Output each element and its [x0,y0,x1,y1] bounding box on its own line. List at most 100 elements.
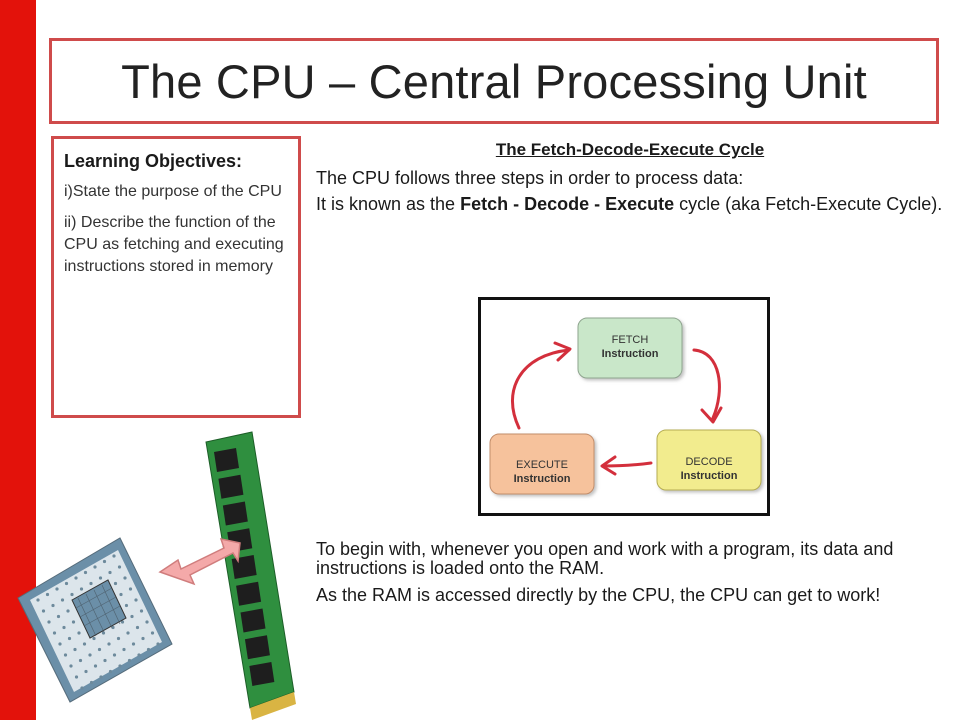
chip-pin [55,587,59,591]
chip-pin [78,658,83,663]
arrow-decode-to-execute [601,461,653,468]
chip-pin [80,686,84,690]
cycle-title: The Fetch-Decode-Execute Cycle [495,140,765,159]
ram-chip [214,448,239,472]
cpu-chip-image [17,537,173,703]
chip-pin [36,598,40,602]
chip-pin [135,625,140,630]
chip-pin [63,653,68,657]
chip-pin [67,636,72,641]
chip-pin [47,620,51,624]
chip-pin [56,614,61,619]
fetch-sub-label: Instruction [602,348,659,360]
chip-pin [97,647,102,652]
chip-pin [124,603,129,608]
arrow-head-execute [600,455,617,476]
chip-pin [41,609,46,613]
chip-pin [112,653,117,657]
chip-pin [73,647,77,652]
chip-pin [122,647,126,652]
fetch-label: FETCH [612,334,649,346]
chip-pin [139,609,144,613]
chip-pin [45,592,50,597]
decode-label: DECODE [685,456,732,468]
chip-pin [93,664,98,668]
chip-pin [92,636,96,641]
chip-pin [117,565,122,569]
double-arrow-icon [158,537,241,586]
chip-pin [70,592,74,597]
chip-pin [64,581,69,586]
fetch-decode-execute-diagram: FETCH Instruction DECODE Instruction EXE… [478,297,770,516]
chip-pin [74,675,79,679]
lower-content: To begin with, whenever you open and wor… [316,540,944,613]
main-content: The Fetch-Decode-Execute Cycle The CPU f… [316,140,944,220]
objective-item-2: ii) Describe the function of the CPU as … [64,214,284,275]
chip-pin [60,598,65,602]
chip-pin [156,642,160,646]
chip-pin [131,642,136,646]
cycle-name-paragraph: It is known as the Fetch - Decode - Exec… [316,194,944,214]
cycle-diagram-svg: FETCH Instruction DECODE Instruction EXE… [489,317,762,495]
ram-chip [236,581,262,606]
chip-pin [123,576,127,580]
chip-pin [113,581,118,586]
cycle-pre-text: It is known as the [316,194,461,214]
execute-node: EXECUTE Instruction [489,433,595,495]
chip-pin [126,631,130,635]
arrow-head-decode [700,406,723,424]
chip-pin [66,609,70,613]
chip-pin [112,554,116,558]
intro-paragraph: The CPU follows three steps in order to … [316,168,744,188]
chip-pin [99,675,103,679]
chip-pin [84,669,88,674]
execute-label: EXECUTE [516,459,568,471]
chip-pin [118,664,122,668]
execute-sub-label: Instruction [514,473,571,485]
chip-pin [130,614,134,619]
ram-chip [218,474,244,499]
chip-pin [127,658,132,663]
chip-pin [116,636,121,641]
chip-pin [74,576,78,580]
decode-sub-label: Instruction [681,470,738,482]
decode-node: DECODE Instruction [656,429,762,491]
chip-pin [141,636,145,641]
chip-pin [102,559,107,564]
chip-pin [89,680,94,685]
ram-chip [244,635,270,660]
ram-chip [231,554,257,579]
chip-pin [111,625,115,630]
chip-pin [101,631,106,635]
arrow-head-fetch [553,341,572,362]
chip-pin [108,669,113,674]
chip-pin [51,603,55,608]
chip-pin [79,587,84,591]
arrow-execute-to-fetch [510,348,571,430]
objectives-heading: Learning Objectives: [64,151,243,171]
chip-pin [107,642,111,646]
cpu-access-paragraph: As the RAM is accessed directly by the C… [316,585,881,605]
title-box: The CPU – Central Processing Unit [49,38,939,124]
chip-pin [89,581,93,586]
ram-load-paragraph: To begin with, whenever you open and wor… [316,539,894,578]
chip-pin [88,653,92,657]
chip-pin [69,664,73,668]
slide-title: The CPU – Central Processing Unit [121,54,867,108]
chip-pin [146,647,151,652]
objective-item-1: i)State the purpose of the CPU [64,183,282,200]
chip-pin [120,620,125,624]
chip-pin [71,620,76,624]
fetch-node: FETCH Instruction [577,317,683,379]
chip-pin [137,653,141,657]
chip-pin [134,598,138,602]
chip-pin [103,658,107,663]
chip-pin [58,642,62,646]
chip-pin [93,565,97,569]
chip-pin [98,576,103,580]
chip-pin [145,620,149,624]
chip-pin [128,587,133,591]
cpu-ram-illustration [17,431,296,720]
cycle-post-text: cycle (aka Fetch-Execute Cycle). [674,194,943,214]
ram-stick-image [205,431,296,720]
